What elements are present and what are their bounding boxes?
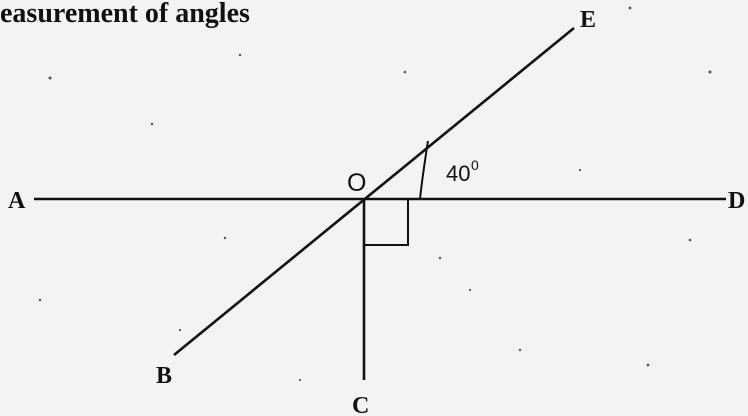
point-o-label: O: [347, 169, 366, 197]
angle-arc: [419, 140, 429, 200]
right-angle-mark: [364, 199, 409, 246]
paper-specks: [38, 6, 712, 382]
angle-unit-superscript: 0: [471, 157, 479, 173]
point-e-label: E: [580, 7, 596, 33]
point-d-label: D: [728, 188, 745, 214]
point-a-label: A: [8, 188, 26, 214]
angle-value-label: 40: [446, 161, 470, 186]
line-be: [173, 26, 575, 357]
diagram-title: easurement of angles: [0, 0, 250, 29]
point-c-label: C: [352, 393, 369, 416]
point-b-label: B: [156, 363, 172, 389]
